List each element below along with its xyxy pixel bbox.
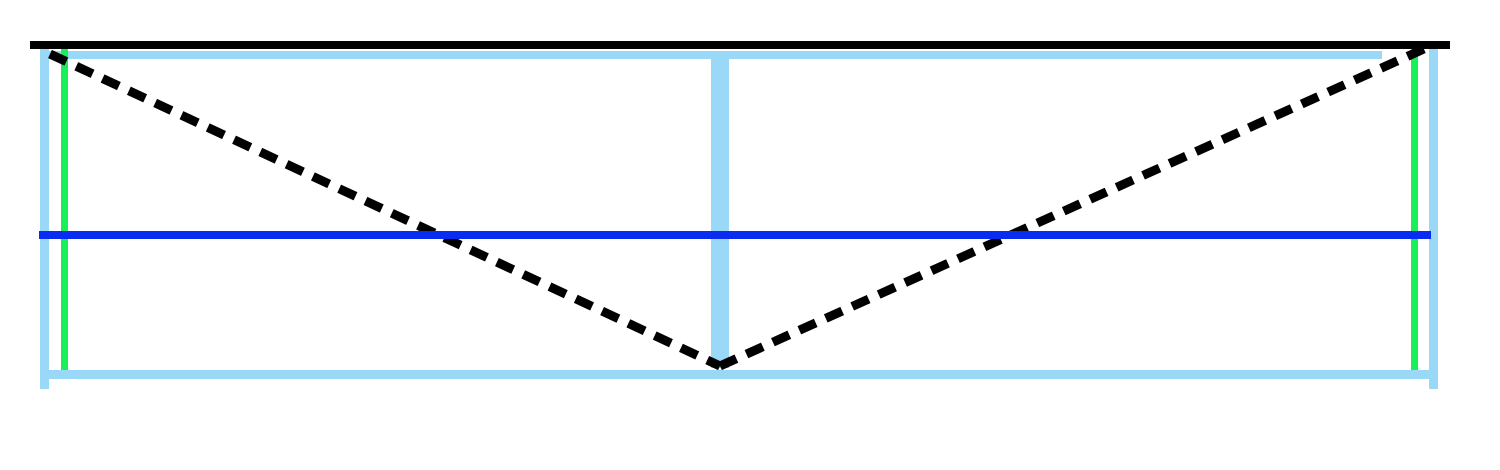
frame-right-rail	[1429, 48, 1438, 389]
frame-bottom-rail	[40, 370, 1438, 379]
left-dashed-diagonal	[48, 49, 722, 371]
right-dashed-diagonal	[718, 43, 1428, 371]
frame-left-rail	[40, 48, 49, 389]
right-green-post	[1411, 48, 1418, 370]
left-green-post	[61, 48, 68, 370]
top-beam	[30, 41, 1450, 49]
frame-top-rail	[42, 51, 1382, 59]
horizontal-blue-line	[39, 231, 1431, 239]
center-post	[711, 58, 729, 368]
